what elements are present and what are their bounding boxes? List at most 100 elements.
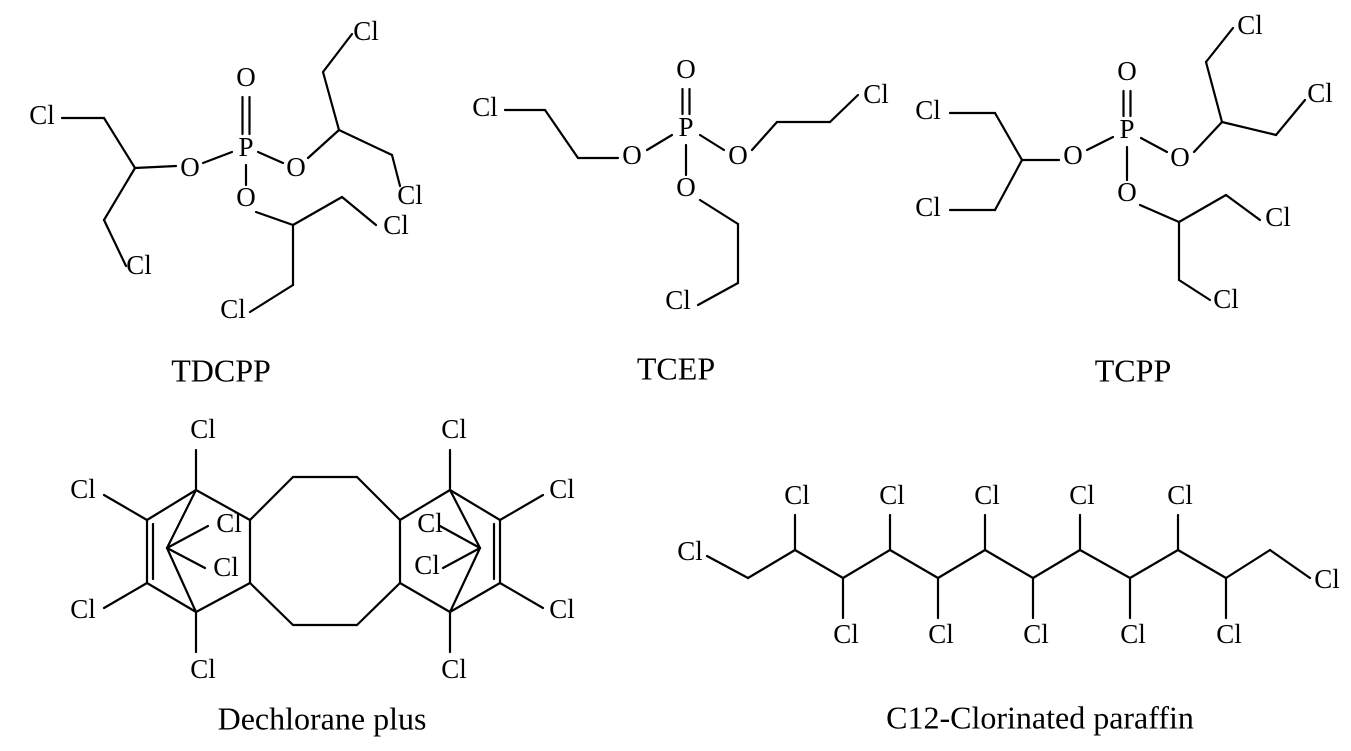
bond [321,32,354,74]
bond [145,488,198,522]
bond [102,218,128,268]
cl-atom-label: Cl [1314,564,1340,594]
cl-atom-label: Cl [441,414,467,444]
bond [194,488,252,522]
cl-atom-label: Cl [833,619,859,649]
bond [194,581,252,614]
bond [201,150,234,165]
bond [337,128,394,157]
bond [398,581,452,614]
bond [1204,26,1235,64]
bond [321,70,341,132]
compound-name-tdcpp: TDCPP [171,352,271,388]
bond [133,164,178,170]
cl-atom-label: Cl [472,92,498,122]
cl-atom-label: Cl [216,508,242,538]
compound-name-dechlorane: Dechlorane plus [218,700,427,736]
oxygen-atom-label: O [236,62,256,92]
bond [993,111,1024,162]
compound-name-tcpp: TCPP [1095,352,1171,388]
cl-atom-label: Cl [1307,78,1333,108]
bond-layer [60,26,1312,654]
bond [983,548,1035,580]
bond [1177,193,1228,224]
cl-atom-label: Cl [1265,202,1291,232]
bond [698,133,726,152]
bond [1031,548,1082,580]
oxygen-atom-label: O [676,172,696,202]
bond [1177,278,1212,302]
bond [696,281,740,307]
cl-atom-label: Cl [70,594,96,624]
cl-atom-label: Cl [1023,619,1049,649]
phosphorus-atom-label: P [238,132,253,162]
cl-atom-label: Cl [549,474,575,504]
oxygen-atom-label: O [1170,142,1190,172]
bond [1078,548,1132,580]
cl-atom-label: Cl [397,180,423,210]
bond [543,108,580,160]
oxygen-atom-label: O [676,54,696,84]
cl-atom-label: Cl [665,285,691,315]
bond [441,546,482,570]
bond [746,548,797,580]
bond [1274,98,1307,137]
cl-atom-label: Cl [417,508,443,538]
bond [256,150,285,165]
cl-atom-label: Cl [974,480,1000,510]
bond [498,493,545,522]
cl-atom-label: Cl [879,480,905,510]
bond [102,581,149,610]
bond [448,488,502,522]
cl-atom-label: Cl [190,414,216,444]
bond [340,195,378,227]
cl-atom-label: Cl [414,550,440,580]
cl-atom-label: Cl [220,294,246,324]
cl-atom-label: Cl [126,250,152,280]
bond [248,475,295,522]
bond [448,581,502,614]
bond [306,128,341,160]
bond [1204,60,1224,124]
bond [1128,548,1180,580]
bond [793,548,845,580]
bond [1224,193,1262,222]
cl-atom-label: Cl [1069,480,1095,510]
bond [645,133,674,152]
bond [248,581,295,627]
cl-atom-label: Cl [549,594,575,624]
bond [1139,136,1169,154]
bond [248,283,295,314]
bond [1176,548,1228,580]
phosphorus-atom-label: P [678,112,693,142]
compound-name-c12: C12-Clorinated paraffin [886,699,1194,735]
bond [1138,203,1181,224]
bond [291,195,344,227]
oxygen-atom-label: O [622,140,642,170]
bond [165,546,207,570]
bond [498,581,545,610]
bond [698,198,740,226]
bond [841,548,892,580]
bond [102,166,137,222]
bond [390,153,402,188]
bond [705,554,750,580]
bond [1192,120,1224,154]
cl-atom-label: Cl [353,16,379,46]
cl-atom-label: Cl [1167,480,1193,510]
cl-atom-label: Cl [213,552,239,582]
bond [448,546,482,614]
oxygen-atom-label: O [1117,56,1137,86]
bond [1085,135,1115,152]
phosphorus-atom-label: P [1119,114,1134,144]
cl-atom-label: Cl [1120,619,1146,649]
cl-atom-label: Cl [915,192,941,222]
bond [355,475,402,522]
bond [438,524,482,550]
bond [936,548,987,580]
bond [165,524,210,550]
bond [355,581,402,627]
cl-atom-label: Cl [1237,10,1263,40]
